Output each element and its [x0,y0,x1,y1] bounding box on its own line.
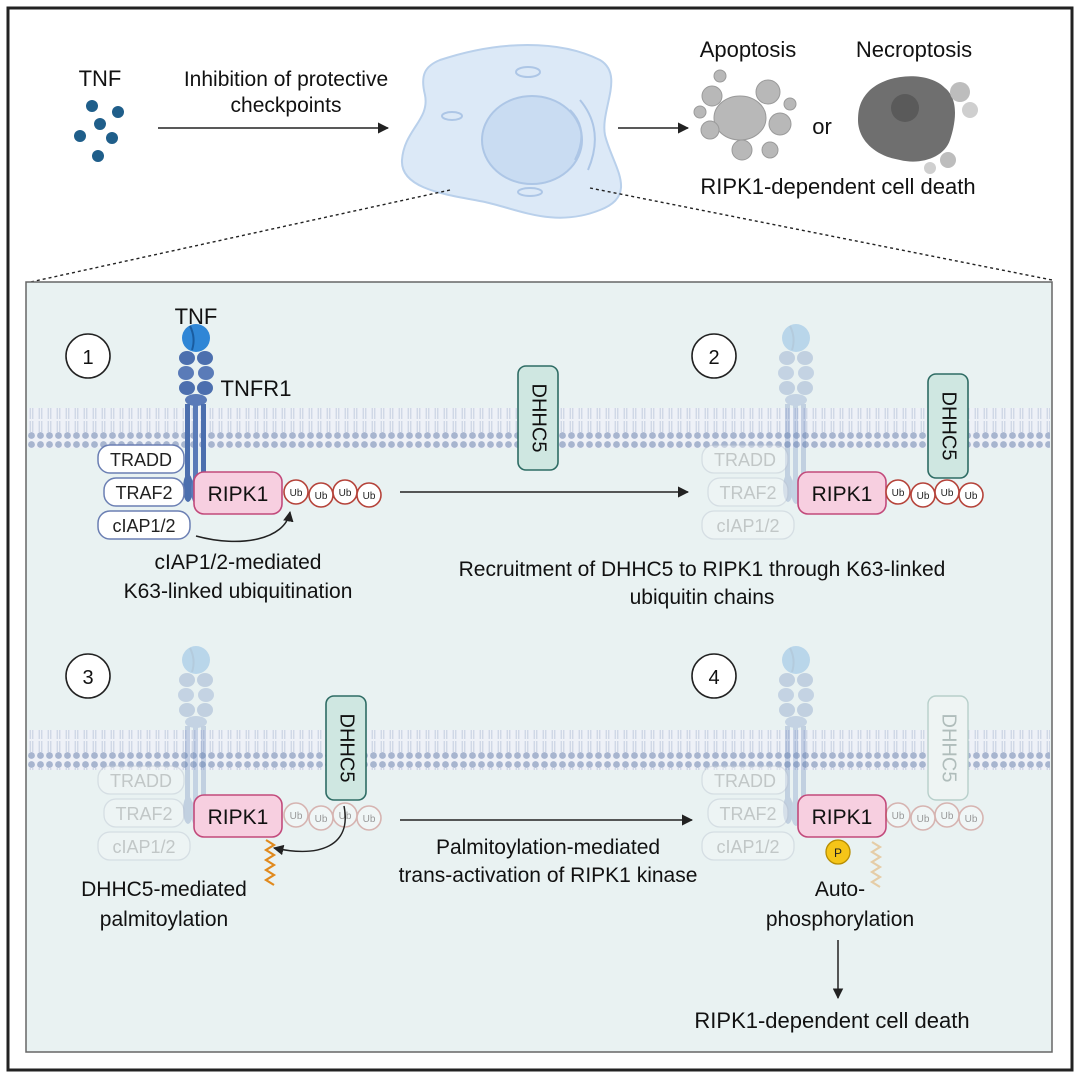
necroptotic-cell [858,76,978,174]
outer-frame [6,6,1074,1072]
ub-3: Ub [339,488,352,499]
ub-1: Ub [290,488,303,499]
ciap-faded-label-4: cIAP1/2 [716,837,779,857]
step-2-number: 2 [708,347,719,369]
ciap-faded-label-3: cIAP1/2 [112,837,175,857]
ciap-label: cIAP1/2 [112,516,175,536]
ripk1-label-2: RIPK1 [812,483,873,506]
dhhc5-free-label: DHHC5 [528,384,550,453]
panel1-caption-line2: K63-linked ubiquitination [124,580,353,603]
panel1-caption-line1: cIAP1/2-mediated [155,551,322,574]
ripk1-label: RIPK1 [208,483,269,506]
tradd-box [97,444,185,474]
traf2-faded-label-3: TRAF2 [115,804,172,824]
dhhc5-recruited-label: DHHC5 [938,392,960,461]
dhhc5-active-label: DHHC5 [336,714,358,783]
ub4-4: Ub [965,814,978,825]
step-3-badge [65,653,111,699]
apoptotic-cell [693,69,797,161]
tnfr1-label: TNFR1 [221,376,292,401]
ripk1-label-4: RIPK1 [812,806,873,829]
ub2-1: Ub [892,488,905,499]
panel4-caption-line1: Auto- [815,878,865,901]
panel-1: 1 TNF TNFR1 TRADD TRAF2 cIAP1/2 RIPK1 Ub… [65,304,382,603]
ub4-1: Ub [892,811,905,822]
panel-4: 4 TRADD TRAF2 cIAP1/2 RIPK1 Ub Ub Ub Ub … [691,645,984,1033]
ciap-faded-label: cIAP1/2 [716,516,779,536]
ub4-2: Ub [917,814,930,825]
apoptosis-label: Apoptosis [700,37,797,62]
step-4-badge [691,653,737,699]
traf2-label: TRAF2 [115,483,172,503]
ciap-box [97,510,191,540]
palmitoylation-arrow [272,805,346,856]
zoom-line-left [25,189,451,284]
panel3-caption-line1: DHHC5-mediated [81,878,247,901]
middle-caption-line2: trans-activation of RIPK1 kinase [399,864,698,887]
ripk1-box-3 [193,794,283,838]
dhhc5-active [325,695,367,801]
inhibition-text-line2: checkpoints [231,94,342,117]
ub-4: Ub [363,491,376,502]
or-label: or [812,114,832,139]
tnf-molecules [74,100,124,162]
panel3-caption-line2: palmitoylation [100,908,228,931]
phospho-badge [825,839,851,865]
ripk1-label-3: RIPK1 [208,806,269,829]
dhhc5-faded-label: DHHC5 [938,714,960,783]
necroptosis-label: Necroptosis [856,37,972,62]
step-1-number: 1 [82,347,93,369]
traf2-box [103,477,185,507]
step-3-number: 3 [82,667,93,689]
cell-illustration [400,44,622,219]
membrane-lower [28,730,1050,770]
tradd-label: TRADD [110,450,172,470]
ripk1-box [193,471,283,515]
ub2-3: Ub [941,488,954,499]
step-2-badge [691,333,737,379]
tradd-faded-label: TRADD [714,450,776,470]
bottom-death-label: RIPK1-dependent cell death [694,1008,969,1033]
ub2-4: Ub [965,491,978,502]
panel2-caption-line2: ubiquitin chains [630,586,775,609]
tradd-faded-label-4: TRADD [714,771,776,791]
traf2-faded-label: TRAF2 [719,483,776,503]
step-4-number: 4 [708,667,719,689]
dhhc5-recruited [927,373,969,479]
dhhc5-faded [927,695,969,801]
panel2-caption-line1: Recruitment of DHHC5 to RIPK1 through K6… [459,558,946,581]
top-tnf-label: TNF [79,66,122,91]
inhibition-text-line1: Inhibition of protective [184,68,388,91]
panel-2: 2 TRADD TRAF2 cIAP1/2 RIPK1 Ub Ub Ub Ub … [459,323,984,609]
middle-caption-line1: Palmitoylation-mediated [436,836,660,859]
ubiquitination-arrow [195,510,294,543]
ub3-1: Ub [290,811,303,822]
ub3-2: Ub [315,814,328,825]
phospho-label: P [834,846,842,860]
step-1-badge [65,333,111,379]
panel4-caption-line2: phosphorylation [766,908,914,931]
ub3-4: Ub [363,814,376,825]
traf2-faded-label-4: TRAF2 [719,804,776,824]
panel-3: 3 TRADD TRAF2 cIAP1/2 RIPK1 Ub Ub Ub Ub … [65,645,382,931]
tradd-faded-label-3: TRADD [110,771,172,791]
ub-2: Ub [315,491,328,502]
top-death-label: RIPK1-dependent cell death [700,174,975,199]
ub2-2: Ub [917,491,930,502]
ub4-3: Ub [941,811,954,822]
dhhc5-free [517,365,559,471]
zoom-line-right [589,187,1053,281]
